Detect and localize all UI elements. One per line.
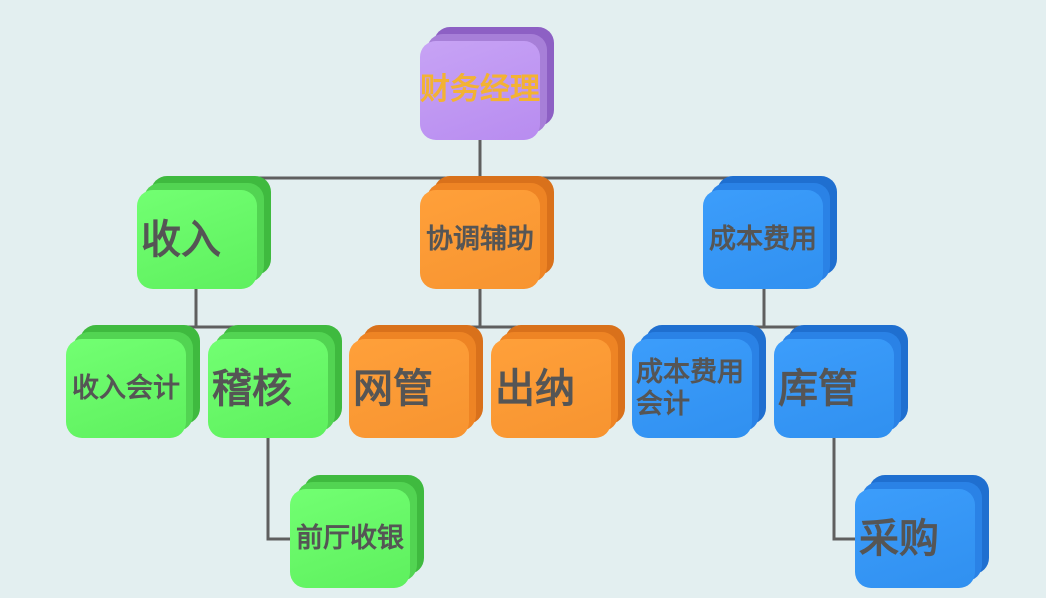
node-front-desk-cashier-label: 前厅收银 [296, 522, 404, 554]
node-finance-manager-label: 财务经理 [420, 72, 540, 108]
node-coordination-label: 协调辅助 [426, 223, 534, 255]
node-audit: 稽核 [208, 325, 342, 438]
node-cost-accountant-label: 成本费用会计 [636, 357, 744, 420]
node-cashier-label: 出纳 [495, 365, 575, 412]
node-warehouse-label: 库管 [778, 365, 858, 412]
node-income-accountant-label: 收入会计 [72, 372, 180, 404]
node-audit-label: 稽核 [212, 365, 292, 412]
node-front-desk-cashier: 前厅收银 [290, 475, 424, 588]
node-cost-label: 成本费用 [709, 223, 817, 255]
node-cost: 成本费用 [703, 176, 837, 289]
node-income: 收入 [137, 176, 271, 289]
node-procurement: 采购 [855, 475, 989, 588]
connector-warehouse-procurement [832, 438, 855, 541]
node-warehouse: 库管 [774, 325, 908, 438]
connector-audit-frontdesk [266, 438, 290, 541]
node-network-admin-label: 网管 [353, 365, 433, 412]
node-income-label: 收入 [141, 216, 221, 263]
node-cashier: 出纳 [491, 325, 625, 438]
node-cost-accountant: 成本费用会计 [632, 325, 766, 438]
node-income-accountant: 收入会计 [66, 325, 200, 438]
node-coordination: 协调辅助 [420, 176, 554, 289]
node-procurement-label: 采购 [859, 515, 939, 562]
node-finance-manager: 财务经理 [420, 27, 554, 140]
node-network-admin: 网管 [349, 325, 483, 438]
